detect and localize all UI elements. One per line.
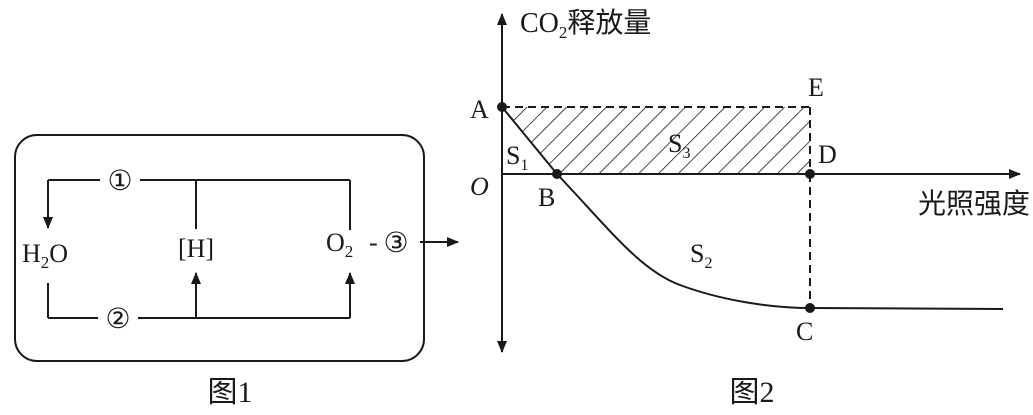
h-label: [H] xyxy=(178,234,214,263)
circle-label-3: ③ xyxy=(383,228,408,259)
point-b-marker xyxy=(552,169,562,179)
h2o-label: H2O xyxy=(22,239,68,272)
co2-release-curve xyxy=(501,106,1004,310)
s2-label: S2 xyxy=(690,239,712,272)
figure-1: ① ② H2O [H] O2 - ③ 图1 xyxy=(14,134,459,409)
y-axis-label: CO2释放量 xyxy=(520,7,651,42)
point-b-label: B xyxy=(538,183,555,212)
point-a-label: A xyxy=(470,95,489,124)
point-d-marker xyxy=(805,169,815,179)
s1-label: S1 xyxy=(506,141,528,174)
figure-2-caption: 图2 xyxy=(730,376,775,409)
s3-label: S3 xyxy=(668,129,690,162)
o2-dash: - xyxy=(369,228,378,257)
point-c-marker xyxy=(805,303,815,313)
point-c-label: C xyxy=(796,317,813,346)
circle-label-1: ① xyxy=(107,166,132,197)
point-a-marker xyxy=(497,102,507,112)
s3-hatched-area xyxy=(502,107,810,174)
x-axis-label: 光照强度 xyxy=(918,188,1030,220)
circle-label-2: ② xyxy=(105,304,130,335)
o2-label: O2 xyxy=(326,228,353,261)
figure-1-frame xyxy=(14,134,425,362)
point-d-label: D xyxy=(818,140,837,169)
origin-label: O xyxy=(470,172,489,201)
figure-2: CO2释放量 光照强度 O A B C D E S1 S3 S2 图2 xyxy=(470,7,1030,409)
point-e-label: E xyxy=(808,73,824,102)
figure-1-caption: 图1 xyxy=(208,376,253,409)
